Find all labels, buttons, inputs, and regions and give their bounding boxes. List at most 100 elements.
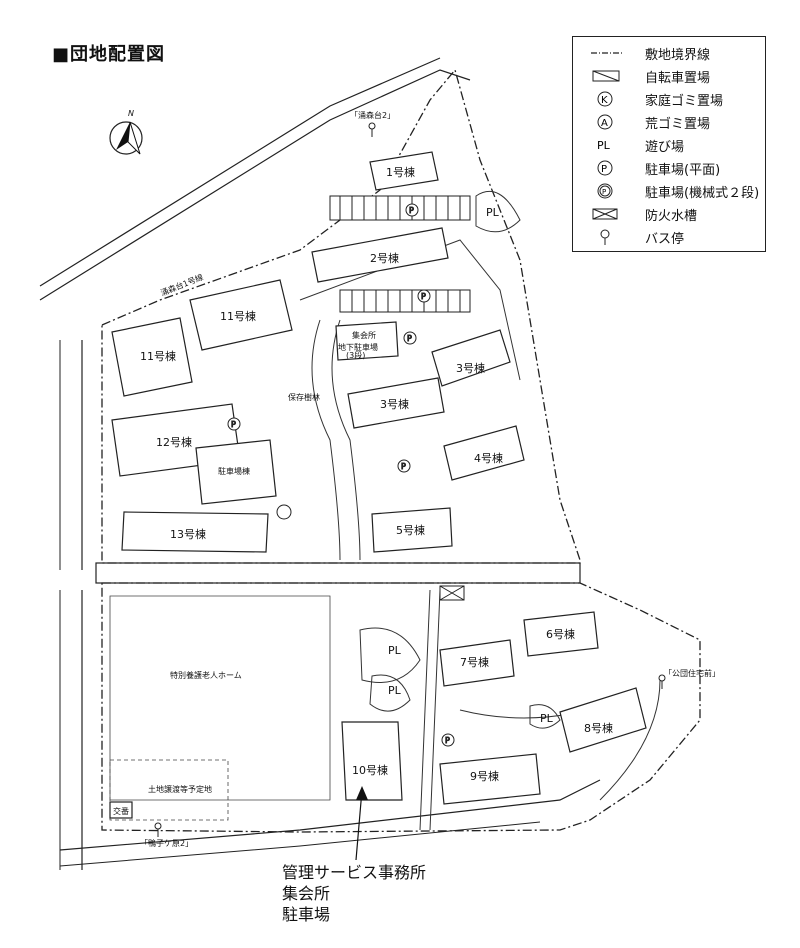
label-building-3b: 3号棟 — [456, 361, 485, 375]
inner-road — [419, 589, 431, 831]
label-police-box: 交番 — [113, 806, 129, 816]
parking-area-north — [329, 195, 471, 313]
legend-label: 荒ゴミ置場 — [645, 117, 711, 132]
fire-cistern-icon — [592, 208, 618, 220]
building-11b — [189, 279, 293, 351]
label-sankai: (3段) — [346, 350, 365, 360]
svg-text:P: P — [409, 206, 414, 215]
parking-building — [195, 439, 277, 505]
label-parking-building: 駐車場棟 — [218, 466, 250, 476]
meeting-hall — [335, 321, 399, 361]
label-bus-north: 「涌森台2」 — [350, 110, 395, 120]
legend-label: 防火水槽 — [645, 209, 698, 224]
road-edge — [59, 821, 541, 867]
flat-parking-icon: P — [597, 160, 613, 176]
building-3b — [431, 329, 511, 387]
legend-item: 敷地境界線 — [573, 43, 767, 63]
site-boundary-line-icon — [591, 52, 623, 54]
mechanical-parking-icon: P — [597, 183, 613, 199]
land-transfer-site — [109, 759, 229, 821]
label-pl-3: PL — [388, 684, 402, 697]
label-building-12: 12号棟 — [156, 435, 192, 449]
label-building-1: 1号棟 — [386, 165, 415, 179]
legend-label: 敷地境界線 — [645, 48, 711, 63]
label-building-9: 9号棟 — [470, 769, 499, 783]
building-7 — [439, 639, 515, 687]
legend-item: PL 遊び場 — [573, 135, 767, 155]
label-meeting-hall: 集会所 — [352, 330, 376, 340]
management-arrow-head-icon — [356, 786, 368, 800]
building-11a — [111, 317, 193, 397]
building-5 — [371, 507, 453, 553]
label-forest: 保存樹林 — [288, 392, 320, 402]
building-2 — [311, 227, 449, 283]
legend-label: 駐車場(平面) — [645, 163, 721, 178]
inner-road — [331, 319, 361, 561]
building-4 — [443, 425, 525, 481]
inner-road — [599, 679, 661, 801]
label-pl-2: PL — [388, 644, 402, 657]
svg-text:P: P — [407, 334, 412, 343]
building-6 — [523, 611, 599, 657]
building-13 — [121, 511, 269, 553]
legend-label: 駐車場(機械式２段) — [645, 186, 760, 201]
parking-symbols: P P P P P P — [227, 203, 455, 747]
fire-cistern-icon — [439, 585, 465, 601]
building-10 — [341, 721, 403, 801]
building-3a — [347, 377, 445, 429]
elder-home-site — [109, 595, 331, 801]
label-building-6: 6号棟 — [546, 627, 575, 641]
label-pl-1: PL — [486, 206, 500, 219]
svg-text:P: P — [421, 292, 426, 301]
bulky-garbage-icon: A — [597, 114, 613, 130]
svg-text:P: P — [445, 736, 450, 745]
label-building-11a: 11号棟 — [140, 349, 176, 363]
compass-label: N — [128, 109, 134, 118]
road-edge — [39, 69, 471, 301]
page-title: ■団地配置図 — [52, 44, 166, 65]
svg-text:P: P — [601, 164, 607, 175]
label-building-11b: 11号棟 — [220, 309, 256, 323]
forest-tree-icon — [276, 504, 292, 520]
legend-item: A 荒ゴミ置場 — [573, 112, 767, 132]
management-meeting-label: 集会所 — [282, 884, 331, 903]
management-parking-label: 駐車場 — [282, 905, 331, 924]
label-elder-home: 特別養護老人ホーム — [170, 670, 242, 680]
label-bus-south: 「鴨子ケ原2」 — [140, 838, 193, 848]
bus-stop-markers — [154, 122, 666, 837]
road-edge — [59, 779, 601, 851]
label-land-transfer: 土地譲渡等予定地 — [148, 784, 212, 794]
label-bus-east: 「公団住宅前」 — [664, 668, 720, 678]
site-boundary-north — [101, 68, 581, 564]
household-garbage-icon: K — [597, 91, 613, 107]
legend-item: 防火水槽 — [573, 204, 767, 224]
main-street — [95, 562, 581, 584]
building-8 — [559, 687, 647, 753]
label-pl-4: PL — [540, 712, 554, 725]
legend-label: 自転車置場 — [645, 71, 711, 86]
building-1 — [369, 151, 439, 191]
legend-label: バス停 — [645, 232, 685, 247]
svg-text:K: K — [601, 95, 608, 106]
management-office-label: 管理サービス事務所 — [282, 863, 427, 882]
label-building-2: 2号棟 — [370, 251, 399, 265]
svg-text:P: P — [401, 462, 406, 471]
playground-icon: PL — [597, 139, 611, 152]
svg-text:PL: PL — [597, 139, 611, 152]
buildings — [109, 151, 647, 821]
bicycle-parking-icon — [592, 70, 620, 82]
label-building-13: 13号棟 — [170, 527, 206, 541]
bus-stop-icon — [600, 229, 610, 245]
legend-item: バス停 — [573, 227, 767, 247]
police-box — [109, 801, 133, 819]
playgrounds — [359, 191, 561, 729]
label-building-10: 10号棟 — [352, 763, 388, 777]
label-underground-parking: 地下駐車場 — [338, 342, 378, 352]
building-9 — [439, 753, 541, 805]
management-callout: 管理サービス事務所 集会所 駐車場 — [282, 862, 426, 925]
svg-text:P: P — [602, 188, 606, 196]
legend: 敷地境界線 自転車置場 K 家庭ゴミ置場 A 荒ゴミ置場 PL 遊び場 P 駐車… — [572, 36, 766, 252]
legend-item: P 駐車場(機械式２段) — [573, 181, 767, 201]
legend-label: 家庭ゴミ置場 — [645, 94, 724, 109]
